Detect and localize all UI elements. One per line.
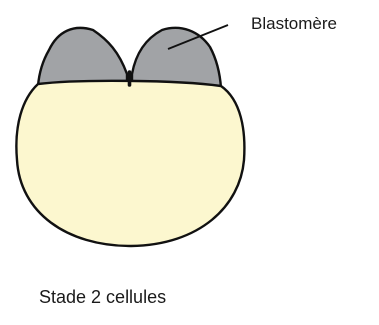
yolk-mass xyxy=(16,81,244,246)
stage-caption: Stade 2 cellules xyxy=(39,287,166,307)
blastomere-left xyxy=(38,28,127,86)
blastomere-right xyxy=(132,28,221,88)
blastomere-label: Blastomère xyxy=(251,14,337,33)
